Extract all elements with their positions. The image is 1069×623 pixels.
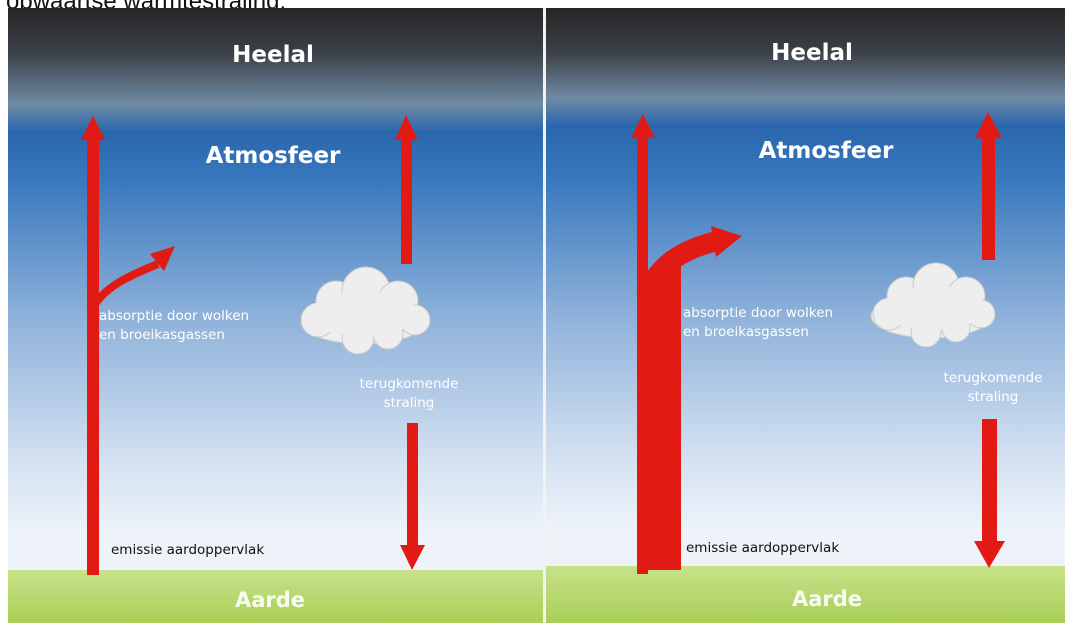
return-label-line1: terugkomende xyxy=(360,375,459,394)
return-arrow xyxy=(974,419,1005,568)
return-radiation-label: terugkomende straling xyxy=(944,369,1043,407)
return-radiation-label: terugkomende straling xyxy=(360,375,459,413)
cloud-icon xyxy=(871,263,995,347)
absorption-branch-arrow xyxy=(646,226,742,298)
absorption-label-line2: en broeikasgassen xyxy=(99,326,249,345)
absorption-label: absorptie door wolken en broeikasgassen xyxy=(683,304,833,342)
return-label-line2: straling xyxy=(360,394,459,413)
return-label-line1: terugkomende xyxy=(944,369,1043,388)
emission-arrow xyxy=(631,114,681,574)
absorption-label-line1: absorptie door wolken xyxy=(99,307,249,326)
emission-label: emissie aardoppervlak xyxy=(111,542,264,558)
radiation-arrows xyxy=(8,8,543,623)
outgoing-arrow xyxy=(975,112,1002,260)
cloud-icon xyxy=(301,267,430,354)
ground-label: Aarde xyxy=(235,588,305,612)
ground-label: Aarde xyxy=(792,587,862,611)
return-label-line2: straling xyxy=(944,388,1043,407)
diagram-panel-right: Heelal Atmosfeer absorptie door wolken e… xyxy=(546,8,1065,623)
absorption-branch-arrow xyxy=(93,246,175,308)
outgoing-arrow xyxy=(395,115,418,264)
emission-label: emissie aardoppervlak xyxy=(686,540,839,556)
space-label: Heelal xyxy=(771,40,853,66)
diagram-panel-left: Heelal Atmosfeer absorptie door wolken e… xyxy=(8,8,543,623)
absorption-label-line1: absorptie door wolken xyxy=(683,304,833,323)
absorption-label: absorptie door wolken en broeikasgassen xyxy=(99,307,249,345)
atmosphere-label: Atmosfeer xyxy=(759,138,894,164)
absorption-label-line2: en broeikasgassen xyxy=(683,323,833,342)
emission-arrow xyxy=(81,116,105,575)
return-arrow xyxy=(400,423,425,570)
atmosphere-label: Atmosfeer xyxy=(206,143,341,169)
space-label: Heelal xyxy=(232,42,314,68)
